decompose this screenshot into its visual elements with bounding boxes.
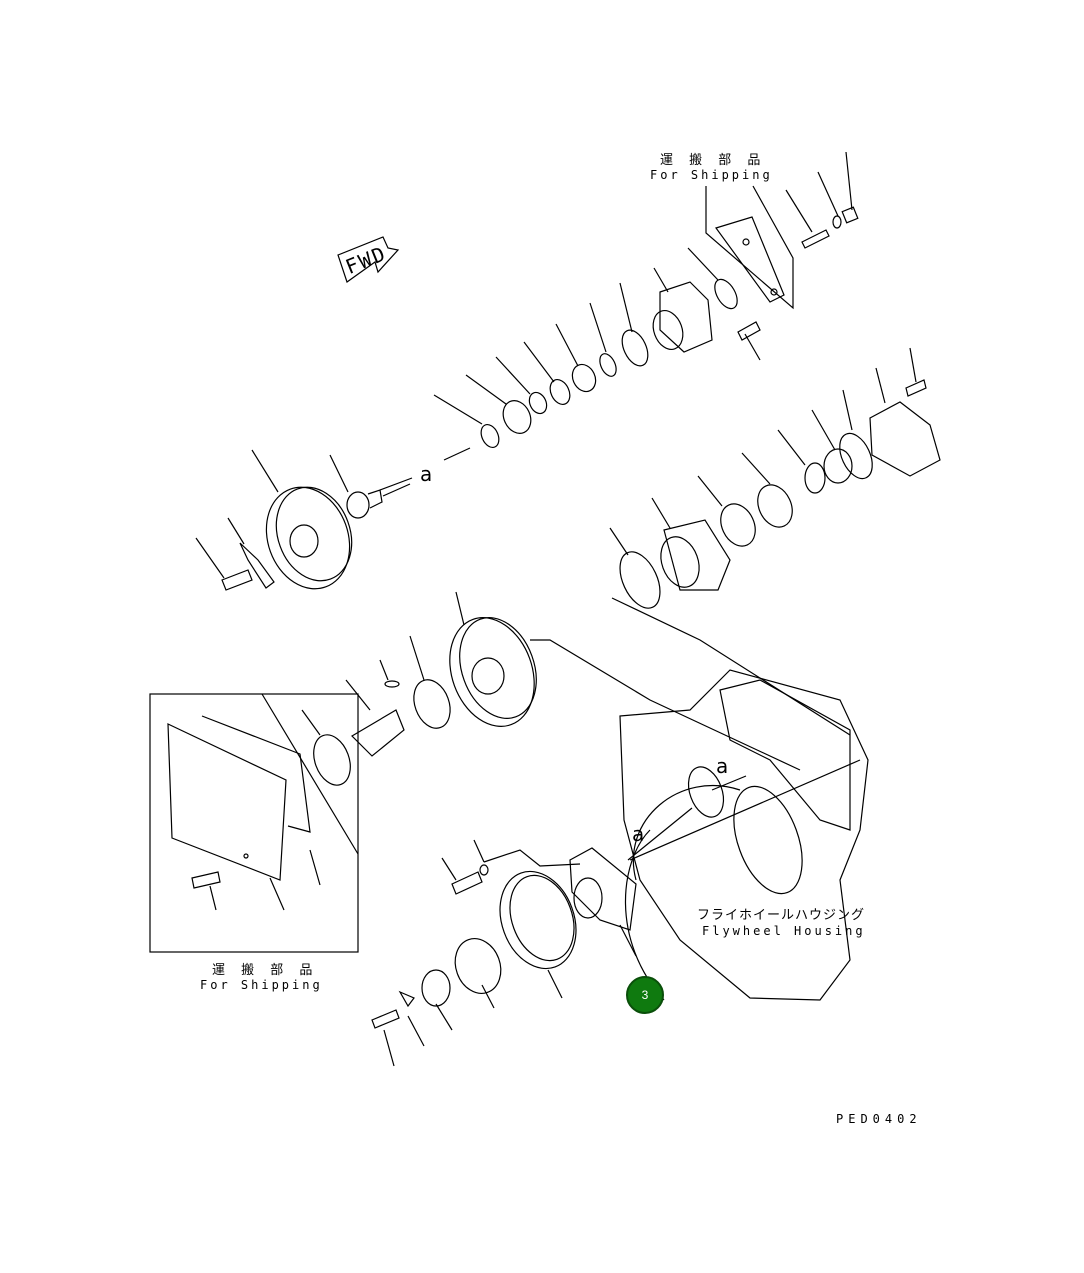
shipping-top-en: For Shipping (650, 168, 773, 182)
upper-shaft-assembly (433, 247, 761, 461)
shipping-left-en: For Shipping (200, 978, 323, 992)
part-callout-hotspot[interactable]: 3 (626, 976, 664, 1014)
right-cover-assembly (609, 347, 941, 736)
shipping-bracket-top (705, 185, 794, 310)
drawing-code: PED0402 (836, 1112, 922, 1126)
hotspot-number: 3 (641, 988, 649, 1002)
housing-en: Flywheel Housing (702, 924, 866, 938)
shipping-bracket-left (149, 693, 359, 953)
housing-jp: フライホイールハウジング (697, 908, 866, 923)
bolt-group-top-right (785, 151, 859, 249)
ref-a-housing-left: a (632, 822, 645, 846)
ref-a-upper: a (420, 462, 433, 486)
ref-a-housing-right: a (716, 754, 729, 778)
flywheel-housing (619, 669, 869, 1001)
shipping-left-jp: 運 搬 部 品 (212, 963, 319, 978)
reference-lines-a (379, 477, 861, 861)
fwd-arrow (337, 236, 400, 283)
lower-gear-assembly (371, 839, 637, 1067)
shipping-top-jp: 運 搬 部 品 (660, 153, 767, 168)
upper-gear (195, 449, 411, 591)
